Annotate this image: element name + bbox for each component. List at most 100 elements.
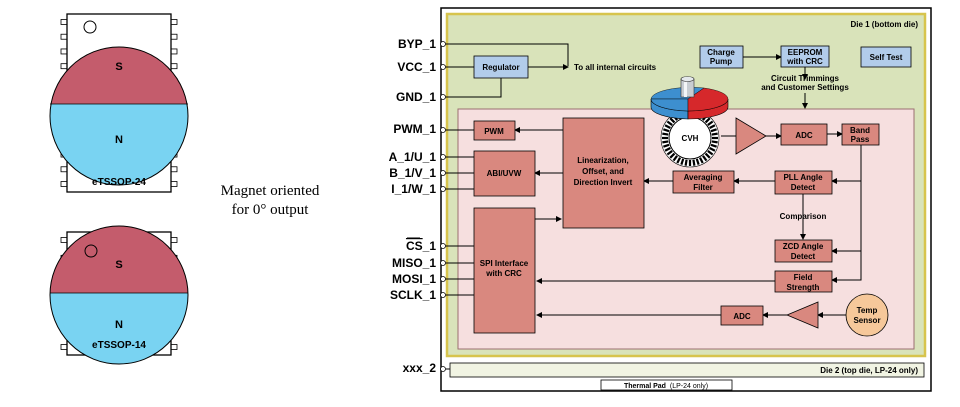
band-pass-line-2: Pass [851,135,870,144]
cvh-element [707,150,714,156]
cvh-element [695,158,700,165]
die-1-label: Die 1 (bottom die) [850,20,918,29]
zcd-line-2: Detect [791,252,816,261]
cvh-element [672,155,678,162]
cvh-label: CVH [682,134,699,143]
linearization-line-2: Offset, and [582,167,624,176]
eeprom-line-1: EEPROM [788,48,823,57]
thermal-pad: Thermal Pad (LP-24 only) [600,379,733,391]
pwm-block: PWM [484,127,504,136]
spi-line-2: with CRC [485,269,522,278]
north-pole-label-bottom: N [115,319,123,331]
pin-terminal [440,154,446,160]
pin-pwm: PWM_1 [393,122,436,136]
pin-terminal [440,366,446,372]
package-pin [170,33,178,40]
pin-terminal [440,186,446,192]
self-test-block: Self Test [870,53,903,62]
band-pass-line-1: Band [850,126,870,135]
temp-sensor [845,293,889,337]
cvh-element [680,158,685,165]
south-pole-label-bottom: S [115,259,122,271]
cvh-sensor: CVH [660,108,720,168]
temp-line-2: Sensor [853,316,880,325]
package-pin [170,344,178,350]
internal-circuits-label: To all internal circuits [574,63,657,72]
zcd-line-1: ZCD Angle [783,242,824,251]
cvh-element [666,120,673,126]
averaging-line-1: Averaging [684,173,723,182]
pin-terminal [440,41,446,47]
adc-bottom-block: ADC [733,312,751,321]
pll-line-1: PLL Angle [783,173,823,182]
package-etssop-14: S N eTSSOP-14 [49,225,189,365]
cvh-element [710,128,717,133]
pin-a-u: A_1/U_1 [389,150,437,164]
thermal-pad-label: Thermal Pad [624,383,666,390]
cvh-element [663,143,670,148]
pin-terminal [440,243,446,249]
cvh-element [710,143,717,148]
pin-sclk: SCLK_1 [390,288,436,302]
wires [446,43,862,370]
linearization-line-1: Linearization, [577,156,629,165]
pin-b-v: B_1/V_1 [389,166,436,180]
linearization-line-3: Direction Invert [574,178,633,187]
pin-terminal [440,127,446,133]
trimmings-label-1: Circuit Trimmings [771,74,840,83]
amplifier-bottom [785,301,819,329]
trimmings-label-2: and Customer Settings [761,83,849,92]
pin-vcc: VCC_1 [397,60,436,74]
die-2-top: Die 2 (top die, LP-24 only) [449,362,925,378]
pin-terminal [440,94,446,100]
package-pin [60,344,68,350]
pin-terminal [440,292,446,298]
field-line-2: Strength [787,283,820,292]
package-pin [170,63,178,70]
averaging-line-2: Filter [693,183,713,192]
cvh-element [669,117,676,124]
pin-gnd: GND_1 [396,90,436,104]
package-pin [170,237,178,243]
pin-xxx: xxx_2 [403,361,437,375]
cvh-element [662,140,669,144]
amplifier-top [735,117,767,155]
spi-line-1: SPI Interface [480,259,529,268]
pin-byp: BYP_1 [398,37,436,51]
pin-terminals [440,41,446,372]
abi-uvw-block: ABI/UVW [487,169,522,178]
cvh-element [709,124,716,129]
cvh-element [692,159,696,166]
package-etssop-24: S N eTSSOP-24 [49,13,189,193]
pll-line-2: Detect [791,183,816,192]
package-pin [170,181,178,187]
pin-miso: MISO_1 [392,256,436,270]
package-name-bottom: eTSSOP-14 [92,340,146,351]
cvh-element [666,150,673,156]
charge-pump-line-2: Pump [710,57,732,66]
package-pin [60,237,68,243]
package-pin [60,63,68,70]
pin-terminal [440,170,446,176]
package-pin [170,19,178,25]
cvh-element [702,155,708,162]
cvh-element [676,157,681,164]
package-pin [60,33,68,40]
pin-terminal [440,64,446,70]
cvh-element [684,159,688,166]
svg-text:Thermal Pad (LP-24 only): Thermal Pad (LP-24 only) [624,383,708,390]
south-pole-label-top: S [115,61,122,73]
caption-line-1: Magnet oriented [221,183,320,199]
thermal-pad-note: (LP-24 only) [670,383,708,390]
cvh-element [664,147,671,152]
cvh-element [662,132,669,136]
field-line-1: Field [794,273,813,282]
pin-terminal [440,260,446,266]
adc-top-block: ADC [795,131,813,140]
caption-line-2: for 0° output [232,202,310,218]
cvh-element [704,152,711,159]
pins: BYP_1 VCC_1 GND_1 PWM_1 A_1/U_1 B_1/V_1 … [389,37,437,375]
pin-terminal [440,276,446,282]
cvh-element [699,157,704,164]
